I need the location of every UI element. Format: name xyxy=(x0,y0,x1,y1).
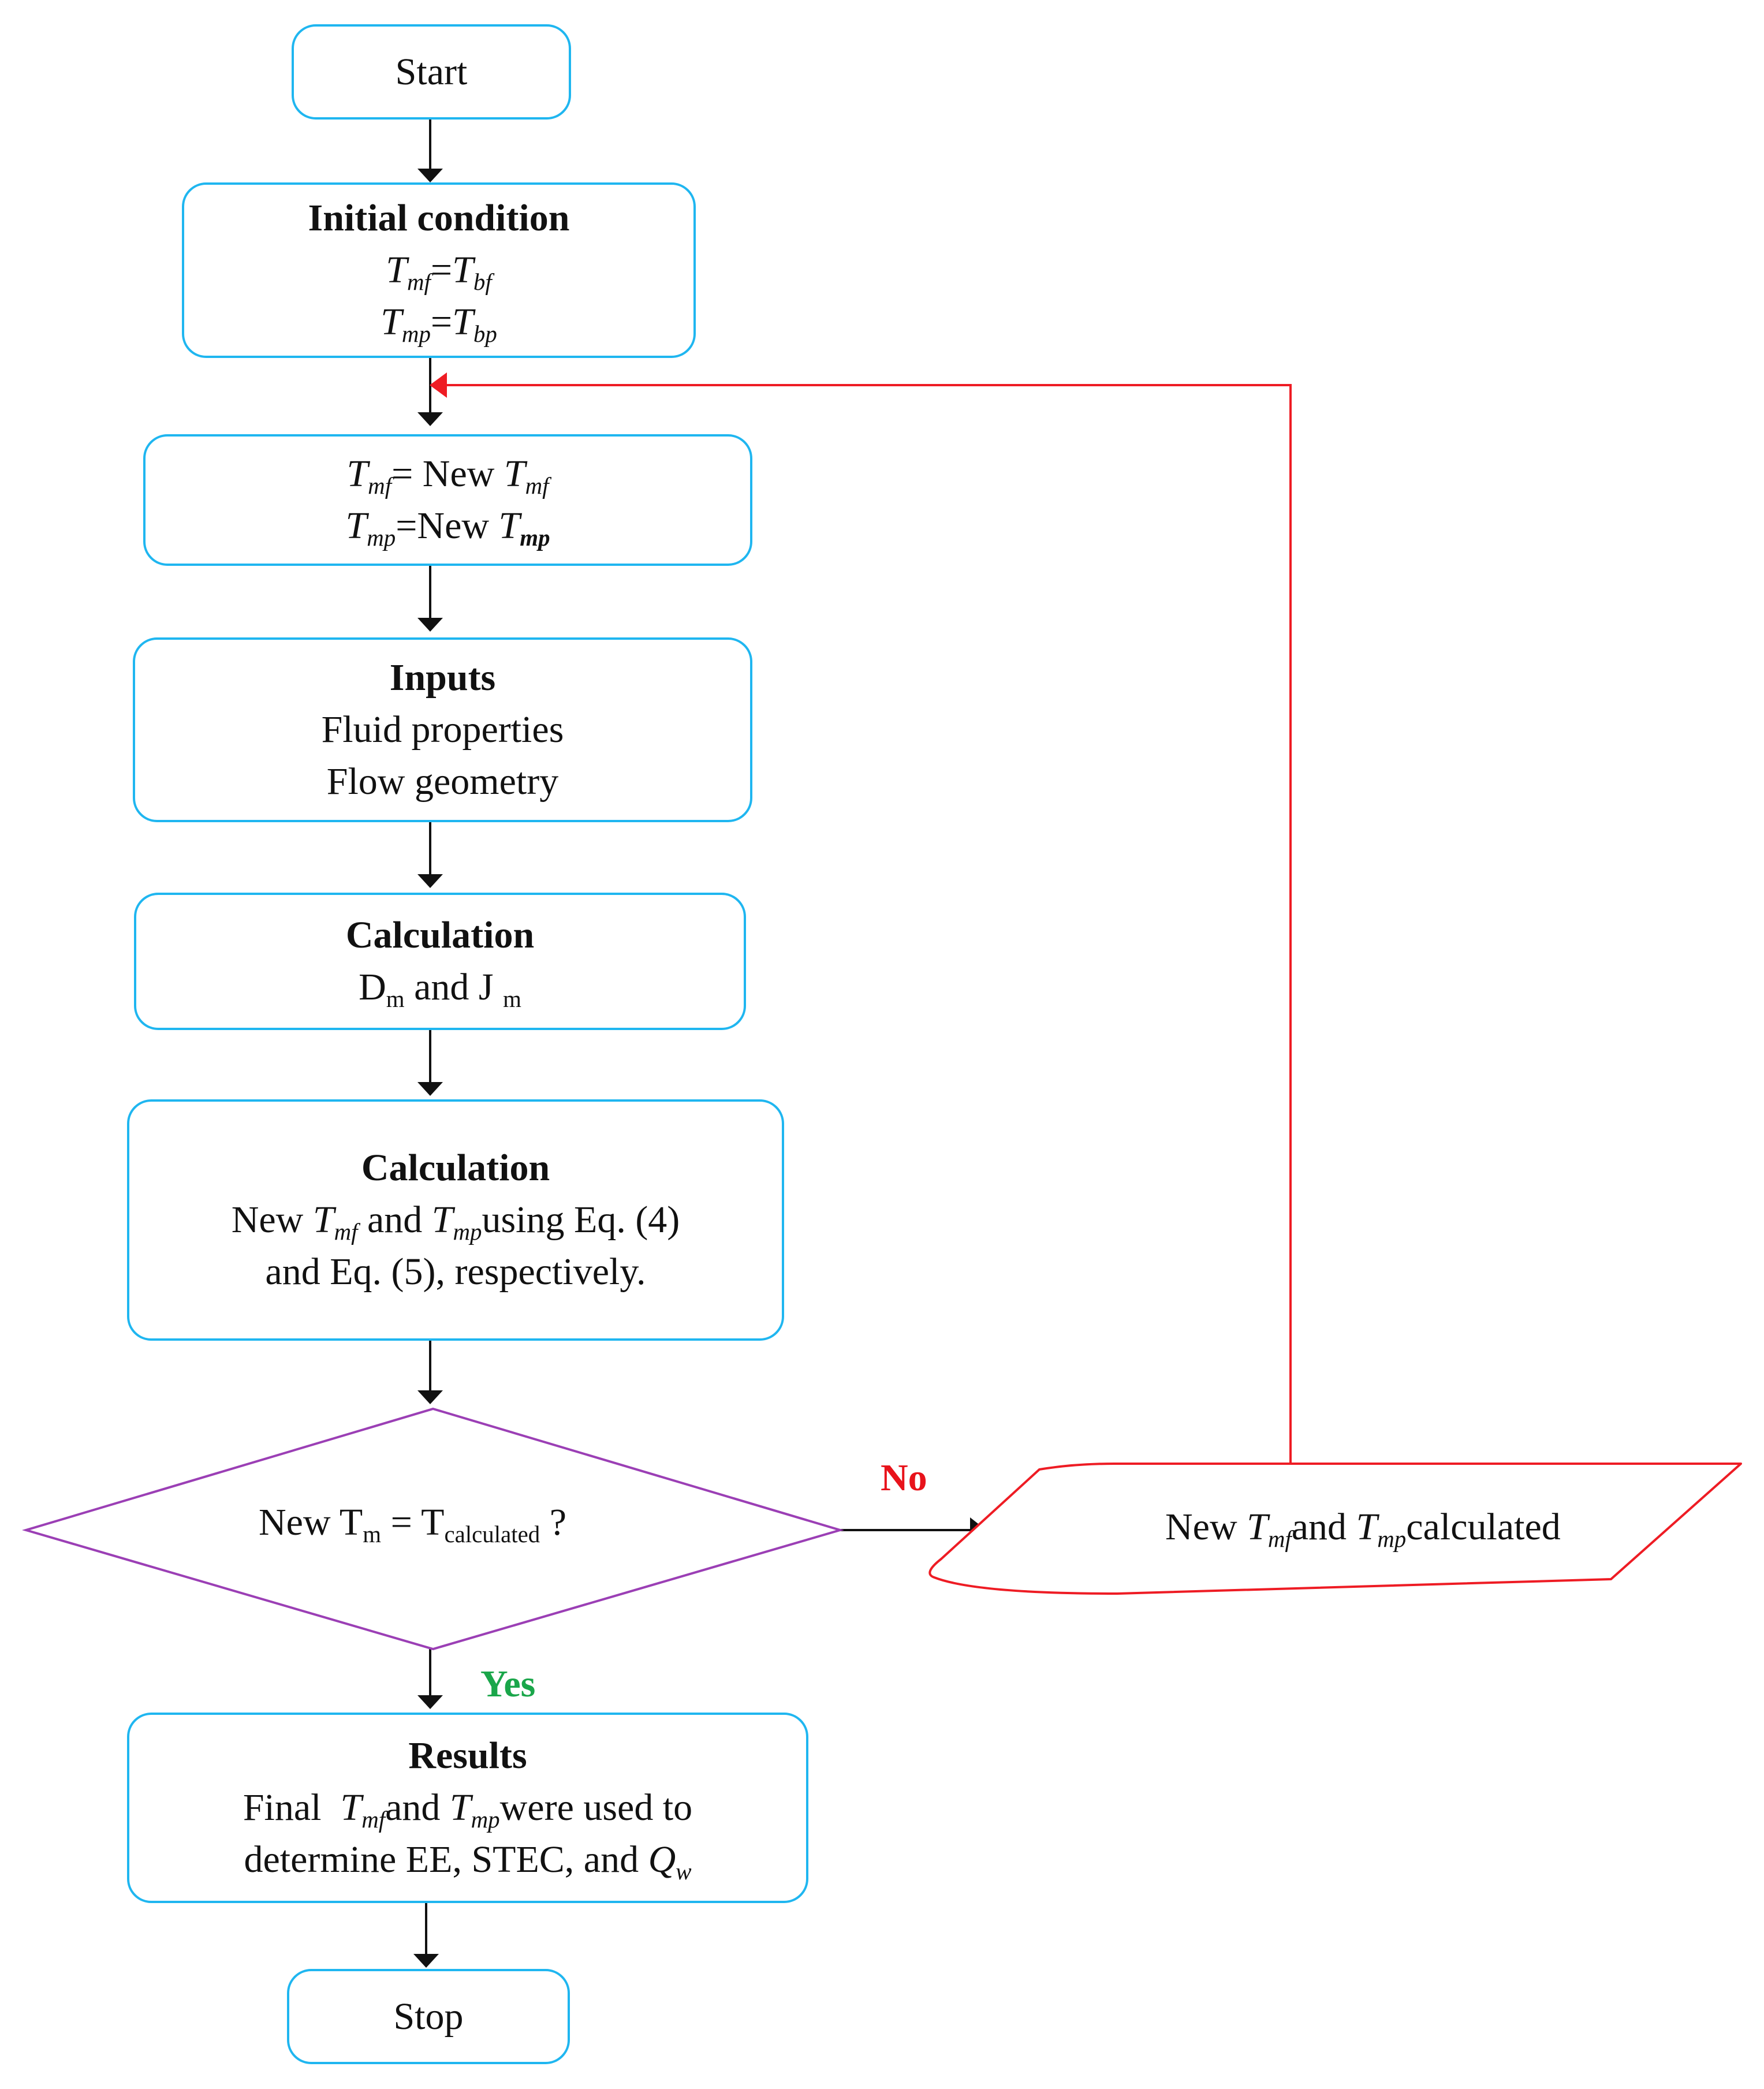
decision-text: New Tm = Tcalculated ? xyxy=(259,1501,567,1548)
inputs-flow-geometry: Flow geometry xyxy=(326,760,559,803)
edge-update-to-inputs xyxy=(417,566,443,632)
calculation-dm-jm-title: Calculation xyxy=(345,914,535,957)
edge-initial-to-update xyxy=(417,358,443,426)
output-text: New Tmfand Tmpcalculated xyxy=(1165,1506,1561,1553)
inputs-title: Inputs xyxy=(389,656,496,699)
update-node: Tmf= New Tmf Tmp=New Tmp xyxy=(143,434,752,566)
edge-start-to-initial xyxy=(417,120,443,182)
stop-label: Stop xyxy=(393,1995,464,2038)
calculation-dm-jm-body: Dm and J m xyxy=(359,966,521,1013)
edge-loop-back xyxy=(430,372,1292,1467)
edge-decision-to-results xyxy=(417,1649,443,1709)
results-title: Results xyxy=(408,1734,527,1777)
start-label: Start xyxy=(395,50,468,93)
calculation-new-temps-line1: New Tmf and Tmpusing Eq. (4) xyxy=(231,1199,680,1245)
results-line1: Final Tmfand Tmpwere used to xyxy=(243,1786,693,1833)
start-node: Start xyxy=(292,24,571,120)
calculation-new-temps-line2: and Eq. (5), respectively. xyxy=(265,1250,646,1293)
edge-results-to-stop xyxy=(413,1903,439,1968)
initial-condition-node: Initial condition Tmf=Tbf Tmp=Tbp xyxy=(182,182,696,358)
inputs-fluid-properties: Fluid properties xyxy=(321,708,564,751)
inputs-node: Inputs Fluid properties Flow geometry xyxy=(133,637,752,822)
initial-eq-tmp: Tmp=Tbp xyxy=(381,300,497,347)
output-parallelogram xyxy=(928,1463,1742,1595)
update-eq-tmp: Tmp=New Tmp xyxy=(345,505,550,551)
calculation-new-temps-node: Calculation New Tmf and Tmpusing Eq. (4)… xyxy=(127,1099,784,1341)
branch-no-label: No xyxy=(881,1457,927,1499)
results-node: Results Final Tmfand Tmpwere used to det… xyxy=(127,1713,808,1903)
edge-calc2-to-decision xyxy=(417,1341,443,1404)
initial-condition-title: Initial condition xyxy=(308,197,570,240)
stop-node: Stop xyxy=(287,1969,570,2064)
results-line2: determine EE, STEC, and Qw xyxy=(244,1838,692,1885)
calculation-new-temps-title: Calculation xyxy=(361,1147,550,1189)
decision-diamond xyxy=(21,1407,845,1651)
edge-inputs-to-calc1 xyxy=(417,822,443,888)
update-eq-tmf: Tmf= New Tmf xyxy=(346,453,549,499)
edge-calc1-to-calc2 xyxy=(417,1030,443,1096)
calculation-dm-jm-node: Calculation Dm and J m xyxy=(134,893,746,1030)
initial-eq-tmf: Tmf=Tbf xyxy=(386,249,492,296)
branch-yes-label: Yes xyxy=(480,1663,536,1705)
